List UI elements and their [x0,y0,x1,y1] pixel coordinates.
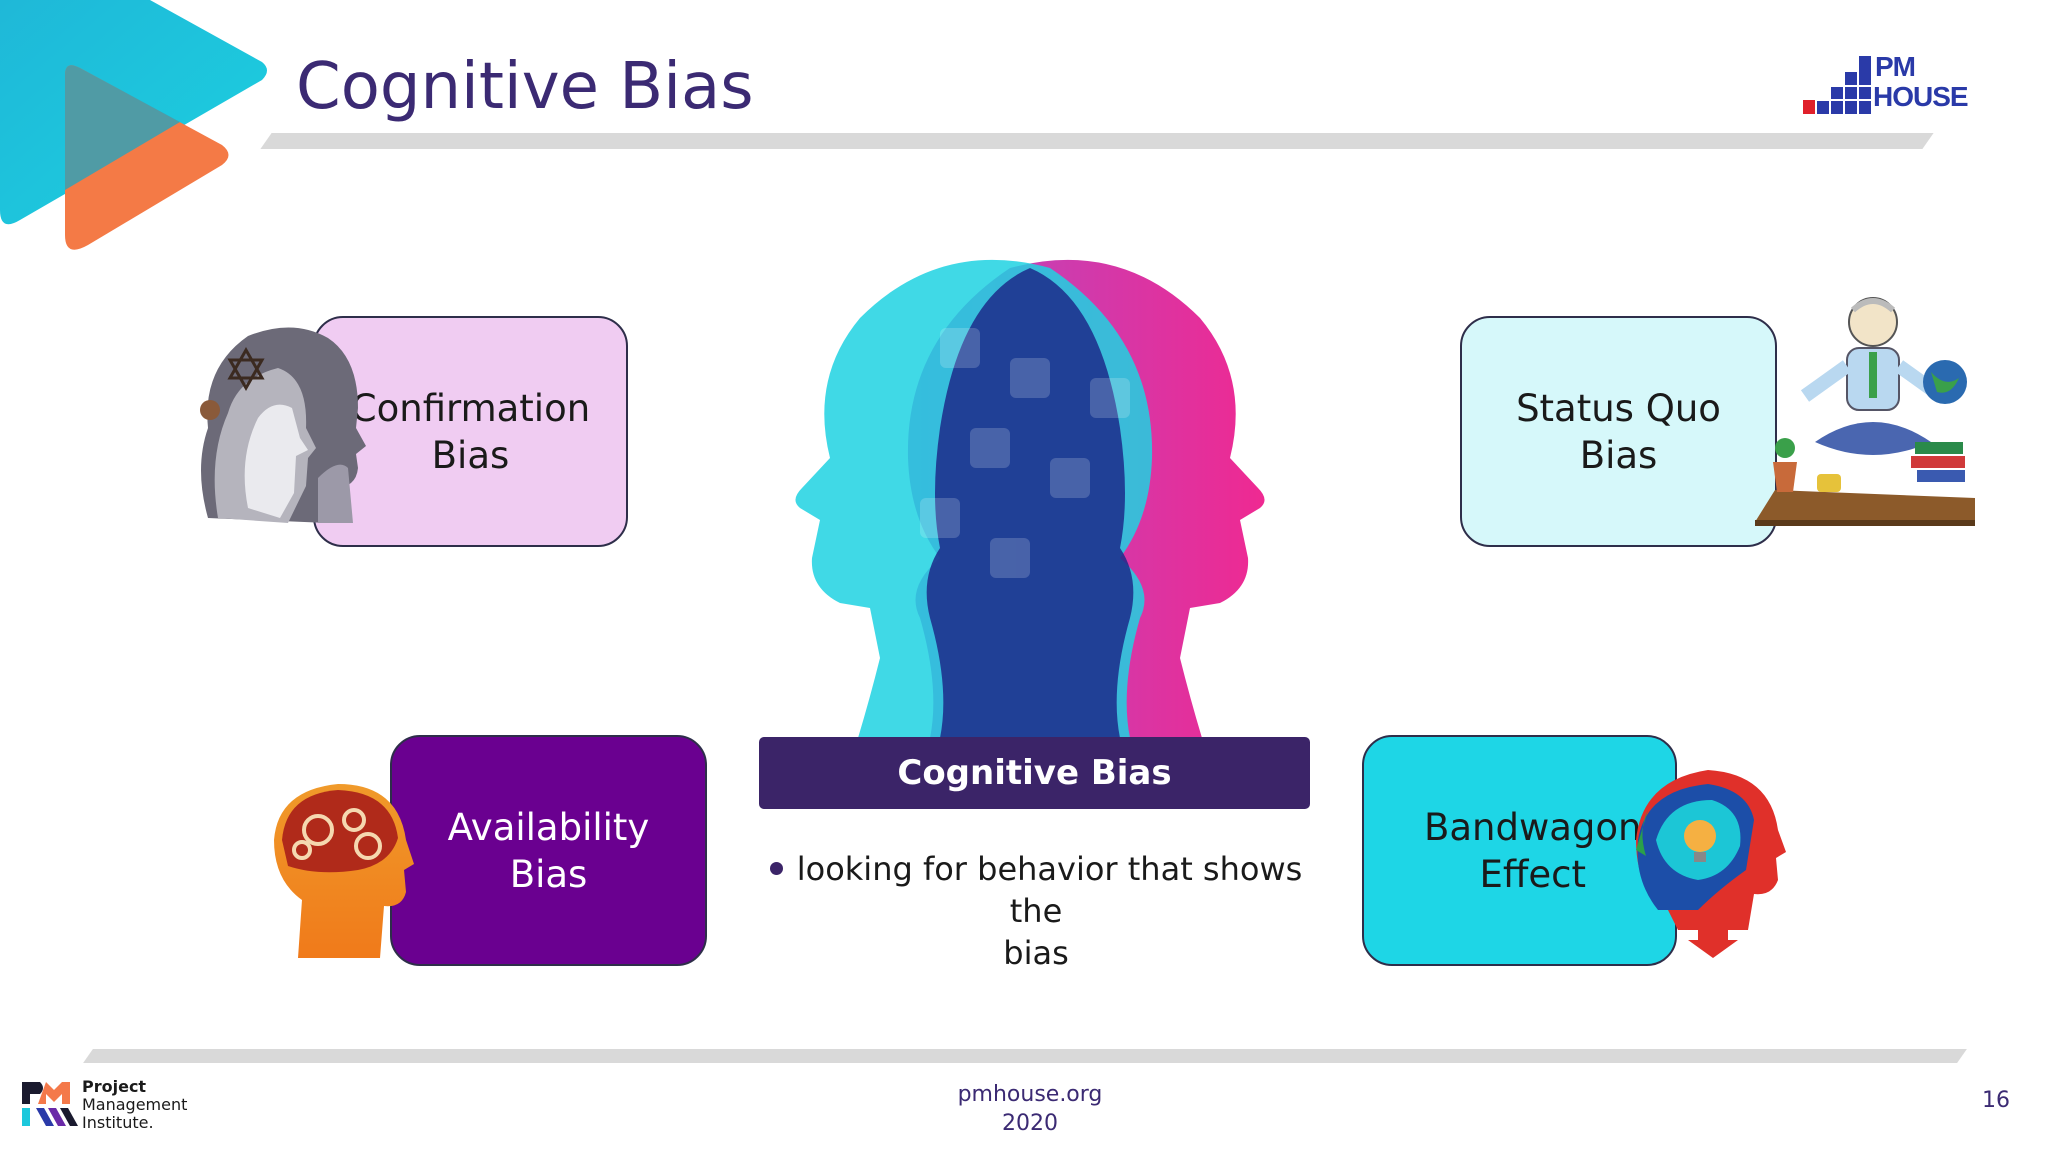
bullet-dot-icon [769,861,783,875]
twin-heads-puzzle-image [795,259,1265,738]
bandwagon-effect-label-line1: Bandwagon [1424,805,1642,849]
play-triangle-decoration [0,0,267,250]
religion-head-image [200,327,366,523]
pmi-logo [22,1082,78,1128]
pm-house-logo-line1: PM [1875,51,1916,82]
meditating-man-image [1755,297,1975,526]
footer-year: 2020 [1002,1111,1058,1136]
pm-house-logo-line2: HOUSE [1873,81,1969,112]
pmi-logo-line1: Project [82,1077,147,1096]
availability-bias-box: Availability Bias [390,735,707,966]
footer: pmhouse.org 2020 [900,1080,1160,1138]
pm-house-bars-icon [1803,56,1873,114]
confirmation-bias-box: Confirmation Bias [313,316,628,547]
status-quo-bias-label-line1: Status Quo [1516,386,1721,430]
cognitive-bias-center-label: Cognitive Bias [759,737,1310,809]
bullet-line1: looking for behavior that shows the [796,850,1303,930]
confirmation-bias-label-line1: Confirmation [350,386,591,430]
title-divider [260,133,1934,149]
bandwagon-effect-label-line2: Effect [1479,852,1586,896]
pmi-logo-text: Project Management Institute. [82,1078,187,1132]
page-title: Cognitive Bias [296,50,754,124]
lightbulb-head-image [1636,770,1786,958]
page-number: 16 [1982,1088,2010,1113]
confirmation-bias-label-line2: Bias [431,433,510,477]
pm-house-logo: PM HOUSE [1803,52,1969,118]
bullet-text: looking for behavior that shows the bias [760,848,1312,974]
footer-site-url: pmhouse.org [957,1082,1103,1107]
pmi-logo-line3: Institute. [82,1113,154,1132]
availability-bias-label-line1: Availability [447,805,650,849]
pmi-logo-mark-icon [22,1082,78,1126]
status-quo-bias-box: Status Quo Bias [1460,316,1777,547]
bullet-line2: bias [1003,934,1069,972]
pmi-logo-line2: Management [82,1095,188,1114]
availability-bias-label-line2: Bias [509,852,588,896]
brain-gears-head-image [274,784,414,958]
status-quo-bias-label-line2: Bias [1579,433,1658,477]
bandwagon-effect-box: Bandwagon Effect [1362,735,1677,966]
footer-divider [83,1049,1967,1063]
